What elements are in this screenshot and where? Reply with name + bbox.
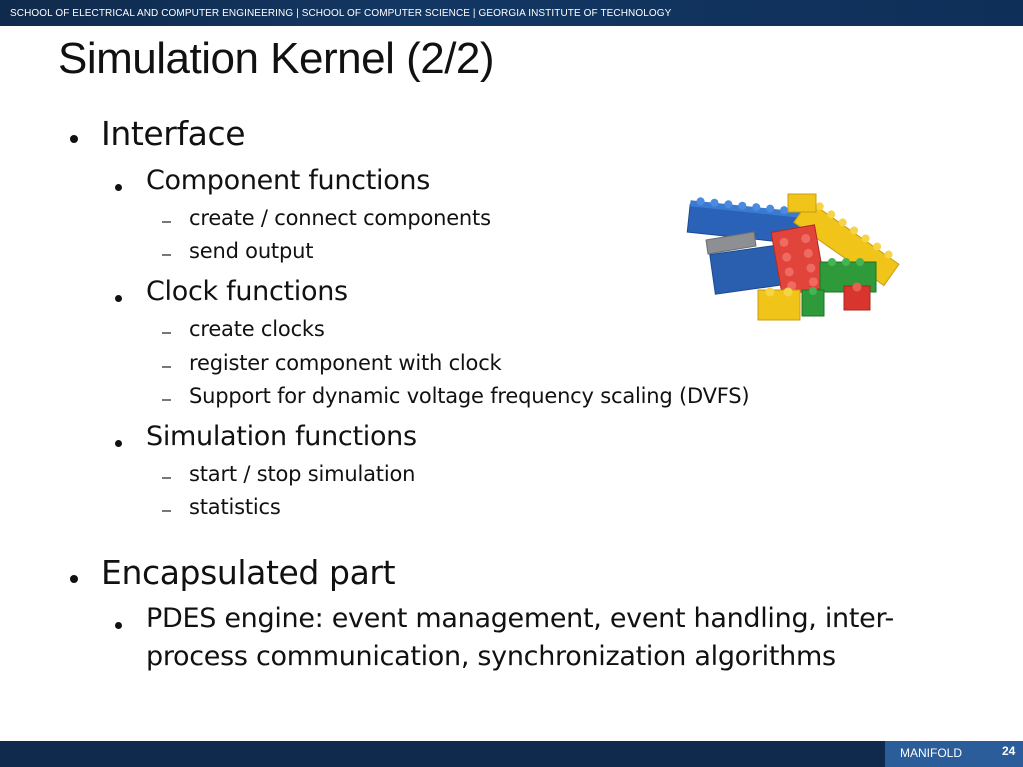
header-bar [0, 0, 1023, 26]
bullet-clock-functions: Clock functions [146, 276, 348, 307]
slide-title: Simulation Kernel (2/2) [58, 34, 495, 83]
dash-marker [162, 366, 171, 368]
bullet-simulation-functions: Simulation functions [146, 421, 417, 452]
dash-marker [162, 477, 171, 479]
dash-marker [162, 254, 171, 256]
bullet-component-functions: Component functions [146, 165, 430, 196]
bullet-pdes-line1: PDES engine: event management, event han… [146, 603, 894, 634]
dash-marker [162, 510, 171, 512]
bullet-create-connect: create / connect components [189, 206, 491, 230]
bullet-pdes-line2: process communication, synchronization a… [146, 641, 836, 672]
bullet-encapsulated: Encapsulated part [101, 553, 396, 592]
bullet-send-output: send output [189, 239, 314, 263]
bullet-statistics: statistics [189, 495, 281, 519]
dash-marker [162, 399, 171, 401]
bullet-start-stop: start / stop simulation [189, 462, 416, 486]
dash-marker [162, 332, 171, 334]
bullet-dot [70, 575, 78, 583]
bullet-dot [115, 295, 122, 302]
brand-box [885, 741, 1023, 767]
bullet-dot [115, 622, 122, 629]
bullet-register-component: register component with clock [189, 351, 502, 375]
bullet-create-clocks: create clocks [189, 317, 325, 341]
brand-label: MANIFOLD [900, 746, 963, 760]
lego-bricks-image [686, 193, 900, 321]
bullet-dot [115, 440, 122, 447]
page-number: 24 [1002, 744, 1016, 758]
footer-institution-text: SCHOOL OF ELECTRICAL AND COMPUTER ENGINE… [10, 8, 672, 19]
bullet-dvfs: Support for dynamic voltage frequency sc… [189, 384, 750, 408]
bullet-dot [115, 184, 122, 191]
footer-bar [0, 741, 1023, 767]
bullet-interface: Interface [101, 114, 246, 153]
dash-marker [162, 221, 171, 223]
bullet-dot [70, 135, 78, 143]
